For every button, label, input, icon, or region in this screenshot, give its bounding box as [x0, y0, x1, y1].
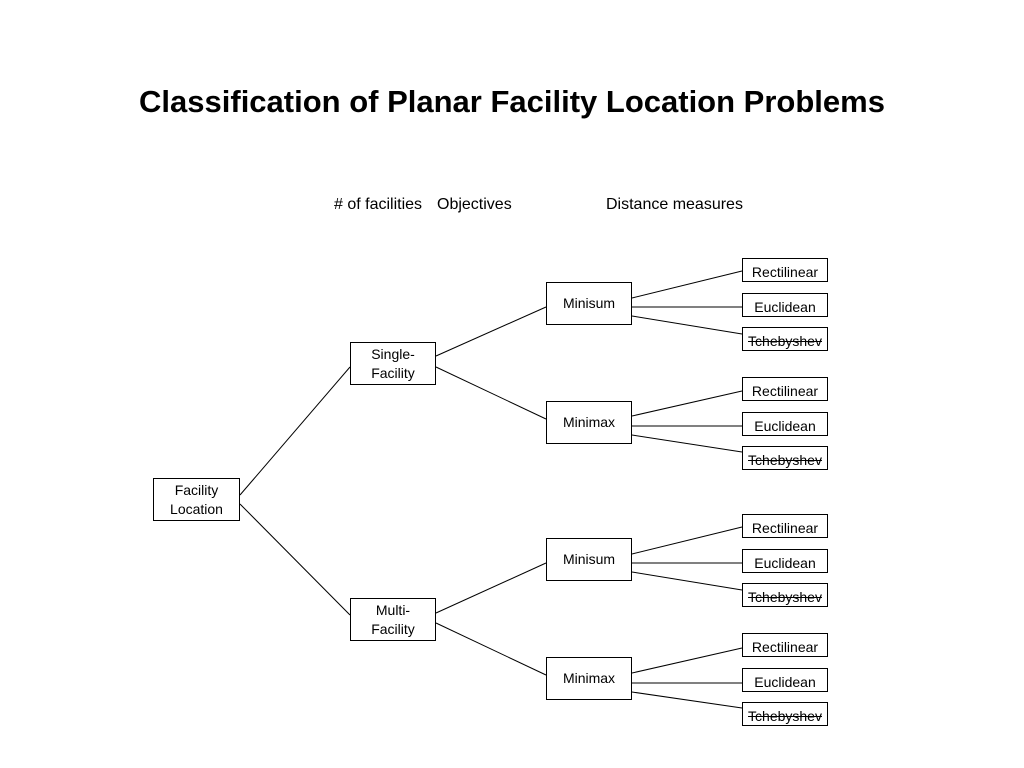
leaf-rectilinear: Rectilinear	[742, 514, 828, 538]
node-single-facility: Single- Facility	[350, 342, 436, 385]
edge-mmm-rect	[631, 647, 743, 674]
edge-mms-tcheb	[631, 571, 743, 591]
edge-smm-tcheb	[631, 434, 743, 453]
edge-root-single	[239, 366, 351, 496]
edge-mmm-tcheb	[631, 691, 743, 709]
node-multi-minimax: Minimax	[546, 657, 632, 700]
leaf-rectilinear: Rectilinear	[742, 633, 828, 657]
leaf-rectilinear: Rectilinear	[742, 258, 828, 282]
node-multi-facility: Multi- Facility	[350, 598, 436, 641]
header-objectives: Objectives	[437, 196, 512, 213]
edge-single-minisum	[435, 306, 547, 357]
edge-multi-minisum	[435, 562, 547, 614]
edge-smm-rect	[631, 390, 743, 417]
edge-sms-rect	[631, 270, 743, 299]
header-facilities: # of facilities	[334, 196, 423, 213]
leaf-euclidean: Euclidean	[742, 668, 828, 692]
header-distance-measures: Distance measures	[606, 196, 743, 213]
node-single-minisum: Minisum	[546, 282, 632, 325]
node-multi-minisum: Minisum	[546, 538, 632, 581]
edge-sms-tcheb	[631, 315, 743, 335]
edge-single-minimax	[435, 366, 547, 420]
node-facility-location: Facility Location	[153, 478, 240, 521]
edge-root-multi	[239, 503, 351, 616]
leaf-tchebyshev: Tchebyshev	[742, 446, 828, 470]
leaf-rectilinear: Rectilinear	[742, 377, 828, 401]
page-title: Classification of Planar Facility Locati…	[139, 84, 885, 119]
edge-multi-minimax	[435, 622, 547, 676]
leaf-euclidean: Euclidean	[742, 549, 828, 573]
leaf-tchebyshev: Tchebyshev	[742, 327, 828, 351]
leaf-euclidean: Euclidean	[742, 293, 828, 317]
node-single-minimax: Minimax	[546, 401, 632, 444]
leaf-tchebyshev: Tchebyshev	[742, 702, 828, 726]
edge-mms-rect	[631, 526, 743, 555]
leaf-euclidean: Euclidean	[742, 412, 828, 436]
leaf-tchebyshev: Tchebyshev	[742, 583, 828, 607]
